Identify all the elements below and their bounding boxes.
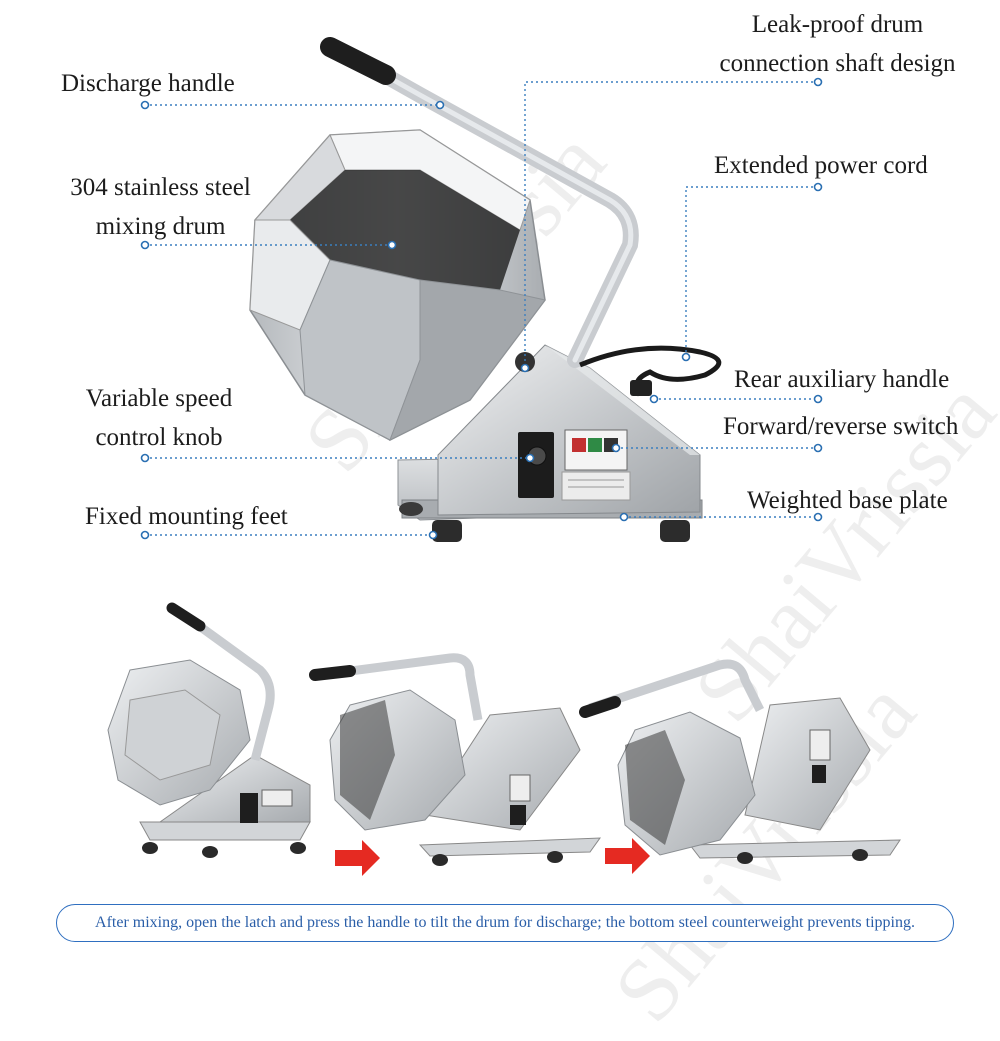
discharge-handle bbox=[320, 37, 639, 368]
power-cord bbox=[579, 345, 722, 397]
machine-tilting bbox=[309, 653, 601, 866]
callout-line-power-cord bbox=[685, 186, 818, 357]
product-infographic: ShaiVrissia ShaiVrissia ShaiVrissia bbox=[56, 11, 1000, 1040]
arrow-step-1 bbox=[335, 840, 380, 876]
label-forward-reverse-switch: Forward/reverse switch bbox=[723, 413, 959, 440]
label-base-plate: Weighted base plate bbox=[747, 487, 948, 514]
machine-discharge bbox=[579, 659, 901, 864]
mixing-drum bbox=[249, 129, 546, 442]
discharge-instructions-caption: After mixing, open the latch and press t… bbox=[56, 904, 954, 942]
label-mounting-feet: Fixed mounting feet bbox=[85, 503, 288, 530]
callout-line-leak-proof bbox=[524, 81, 818, 368]
main-machine-illustration bbox=[249, 37, 722, 542]
label-discharge-handle: Discharge handle bbox=[61, 70, 235, 97]
label-rear-handle: Rear auxiliary handle bbox=[734, 366, 950, 393]
arrow-step-2 bbox=[605, 838, 650, 874]
callout-lines bbox=[140, 77, 823, 540]
machine-upright bbox=[107, 602, 311, 858]
mounting-feet bbox=[399, 502, 690, 542]
motor-housing bbox=[437, 344, 701, 516]
tilt-sequence-illustration bbox=[107, 602, 901, 876]
label-power-cord: Extended power cord bbox=[714, 152, 928, 179]
